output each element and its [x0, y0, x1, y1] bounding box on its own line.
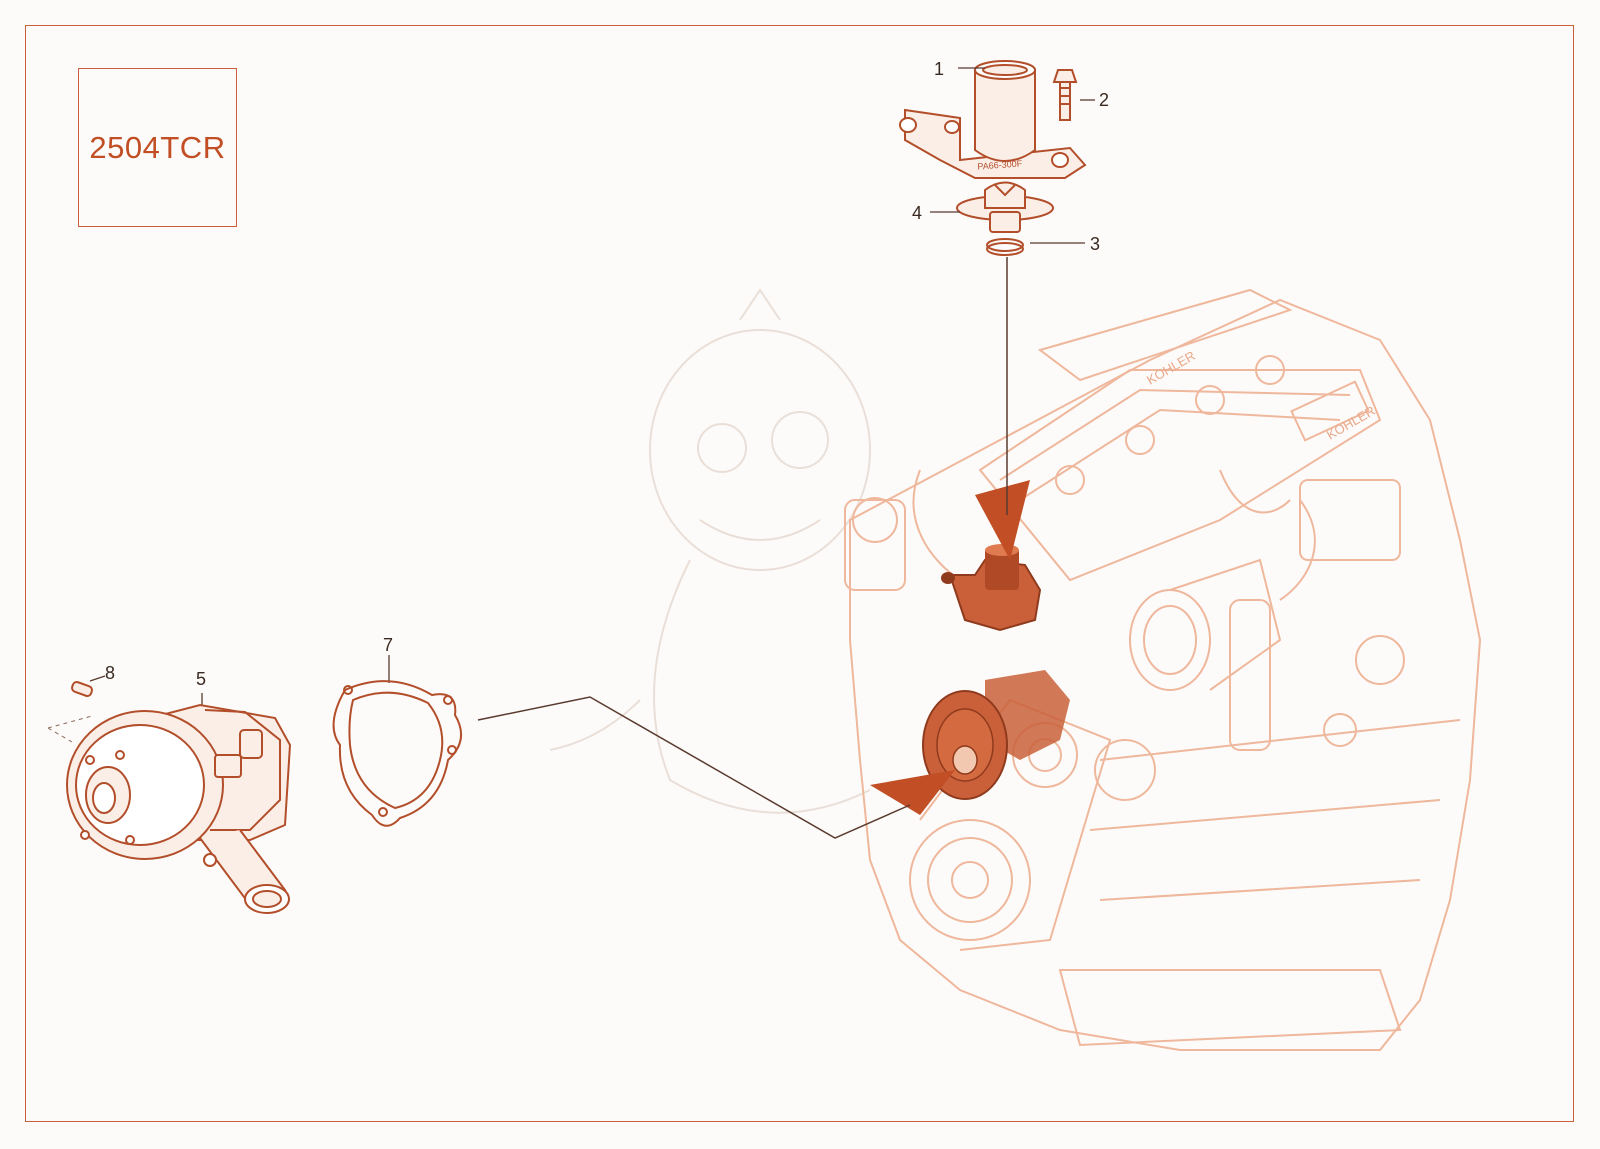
callout-2: 2 [1099, 90, 1110, 110]
engine-assembly [844, 288, 1482, 1051]
part-8-dowel-pin [71, 681, 93, 697]
part-4-thermostat [956, 181, 1054, 233]
engine-brand-marking: KOHLER [1324, 403, 1378, 443]
callout-4: 4 [912, 203, 923, 223]
callout-leaders [89, 67, 1095, 712]
pointer-arrow-water-pump [870, 770, 955, 815]
housing-marking: PA66-300F [977, 158, 1023, 171]
part-3-seal-ring [986, 238, 1024, 256]
model-label: 2504TCR [89, 129, 226, 165]
callout-5: 5 [196, 669, 207, 689]
engine-brand-marking: KOHLER [1144, 348, 1198, 388]
leader-line-water-pump [477, 696, 911, 839]
part-1-thermostat-housing [899, 60, 1087, 179]
model-label-box: 2504TCR [78, 68, 237, 227]
background-watermark-illustration [549, 288, 871, 814]
pointer-arrow-thermostat [975, 480, 1030, 560]
installed-water-pump [922, 670, 1070, 800]
part-7-gasket [332, 680, 463, 827]
callout-3: 3 [1090, 234, 1101, 254]
callout-1: 1 [934, 59, 945, 79]
part-5-water-pump [66, 703, 292, 914]
callout-7: 7 [383, 635, 394, 655]
callout-8: 8 [105, 663, 116, 683]
drawing-border [25, 25, 1574, 1122]
part-2-bolt [1052, 69, 1078, 121]
installed-thermostat-housing [941, 544, 1042, 632]
